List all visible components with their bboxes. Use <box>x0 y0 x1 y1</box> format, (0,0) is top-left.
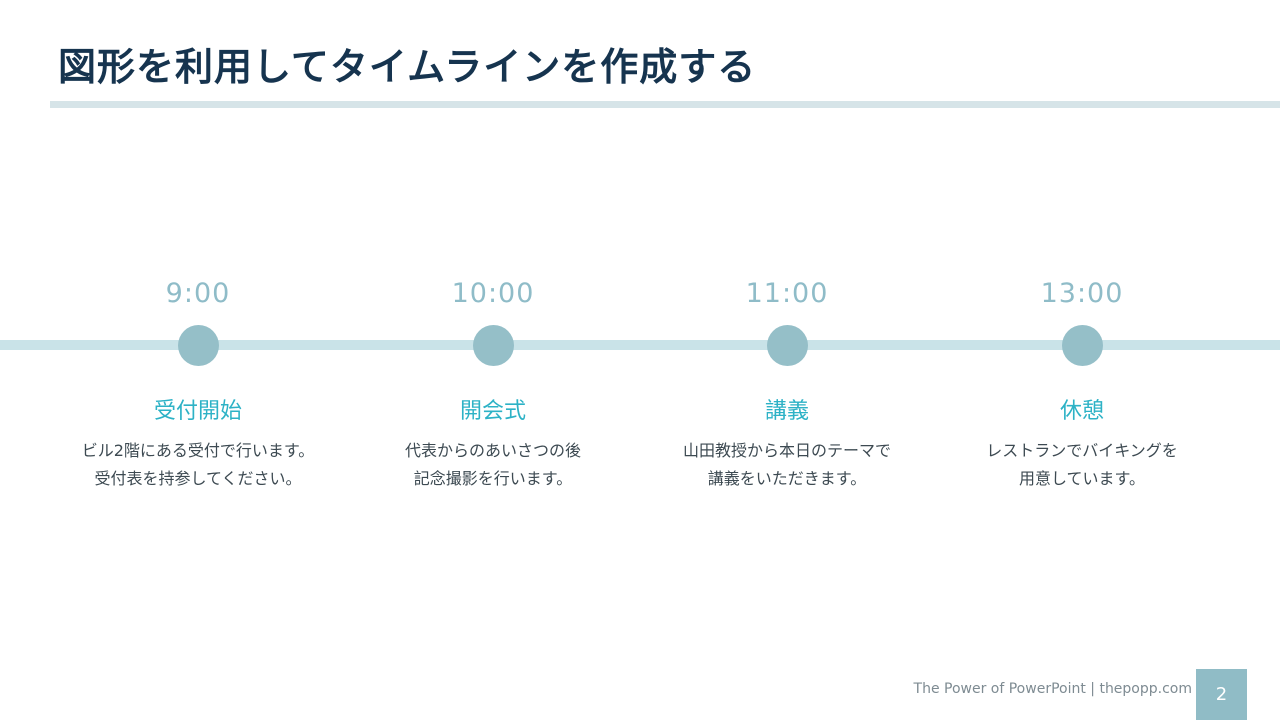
event-description: ビル2階にある受付で行います。 受付表を持参してください。 <box>48 437 348 493</box>
timeline-dot-icon <box>1062 325 1103 366</box>
timeline-dot-icon <box>767 325 808 366</box>
title-underline-bar <box>50 101 1280 108</box>
event-name: 講義 <box>764 399 809 424</box>
slide-title: 図形を利用してタイムラインを作成する <box>58 45 757 89</box>
timeline-line <box>0 340 1280 350</box>
event-description-line: レストランでバイキングを <box>986 441 1178 460</box>
event-description-line: ビル2階にある受付で行います。 <box>81 441 315 460</box>
event-description-line: 記念撮影を行います。 <box>413 469 573 488</box>
timeline-dot-icon <box>473 325 514 366</box>
event-name: 休憩 <box>1059 399 1104 424</box>
event-time: 13:00 <box>1040 278 1124 309</box>
event-name: 開会式 <box>459 399 526 424</box>
event-description-line: 受付表を持参してください。 <box>94 469 302 488</box>
event-name: 受付開始 <box>153 399 242 424</box>
page-number-badge: 2 <box>1196 669 1247 720</box>
event-description-line: 用意しています。 <box>1019 469 1145 488</box>
footer-credit: The Power of PowerPoint | thepopp.com <box>913 681 1192 697</box>
event-description: 代表からのあいさつの後 記念撮影を行います。 <box>343 437 643 493</box>
event-time: 11:00 <box>745 278 829 309</box>
event-description: レストランでバイキングを 用意しています。 <box>932 437 1232 493</box>
timeline-dot-icon <box>178 325 219 366</box>
event-description-line: 代表からのあいさつの後 <box>404 441 581 460</box>
event-time: 10:00 <box>451 278 535 309</box>
event-description-line: 山田教授から本日のテーマで <box>682 441 891 460</box>
event-description: 山田教授から本日のテーマで 講義をいただきます。 <box>637 437 937 493</box>
event-time: 9:00 <box>165 278 231 309</box>
event-description-line: 講義をいただきます。 <box>707 469 867 488</box>
